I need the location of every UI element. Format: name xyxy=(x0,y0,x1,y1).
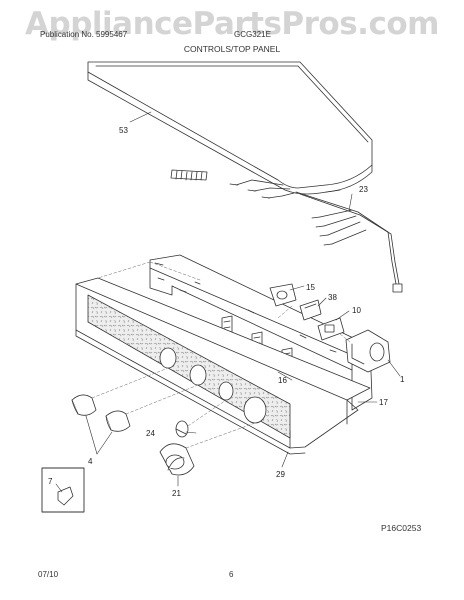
top-panel xyxy=(87,61,373,195)
callout-23: 23 xyxy=(359,185,368,194)
knob-right xyxy=(105,410,131,432)
leader-lines xyxy=(55,111,401,493)
callout-4: 4 xyxy=(88,457,93,466)
large-knob-21 xyxy=(159,443,195,476)
callout-1: 1 xyxy=(400,375,405,384)
callout-15: 15 xyxy=(306,283,315,292)
callout-16: 16 xyxy=(278,376,287,385)
callout-7: 7 xyxy=(48,477,53,486)
switch-10 xyxy=(317,317,345,341)
dial-openings xyxy=(159,347,267,424)
section-title: CONTROLS/TOP PANEL xyxy=(183,44,281,54)
callout-38: 38 xyxy=(328,293,337,302)
footer-date: 07/10 xyxy=(38,570,59,579)
publication-number: Publication No. 5995467 xyxy=(40,30,128,39)
callout-24: 24 xyxy=(146,429,155,438)
wire-harness xyxy=(170,169,403,293)
inset-box-7 xyxy=(41,467,85,513)
knob-left xyxy=(71,394,97,416)
callout-17: 17 xyxy=(379,398,388,407)
callout-21: 21 xyxy=(172,489,181,498)
callout-29: 29 xyxy=(276,470,285,479)
alignment-lines xyxy=(91,261,351,449)
control-board xyxy=(345,329,391,373)
knob-insert-24 xyxy=(175,420,189,438)
figure-reference-code: P16C0253 xyxy=(381,523,422,533)
page-number: 6 xyxy=(229,570,234,579)
callout-53: 53 xyxy=(119,126,128,135)
callout-10: 10 xyxy=(352,306,361,315)
console-panel xyxy=(75,277,371,455)
switch-38 xyxy=(299,299,322,321)
switch-15 xyxy=(269,283,297,307)
model-number: GCG321E xyxy=(234,30,271,39)
